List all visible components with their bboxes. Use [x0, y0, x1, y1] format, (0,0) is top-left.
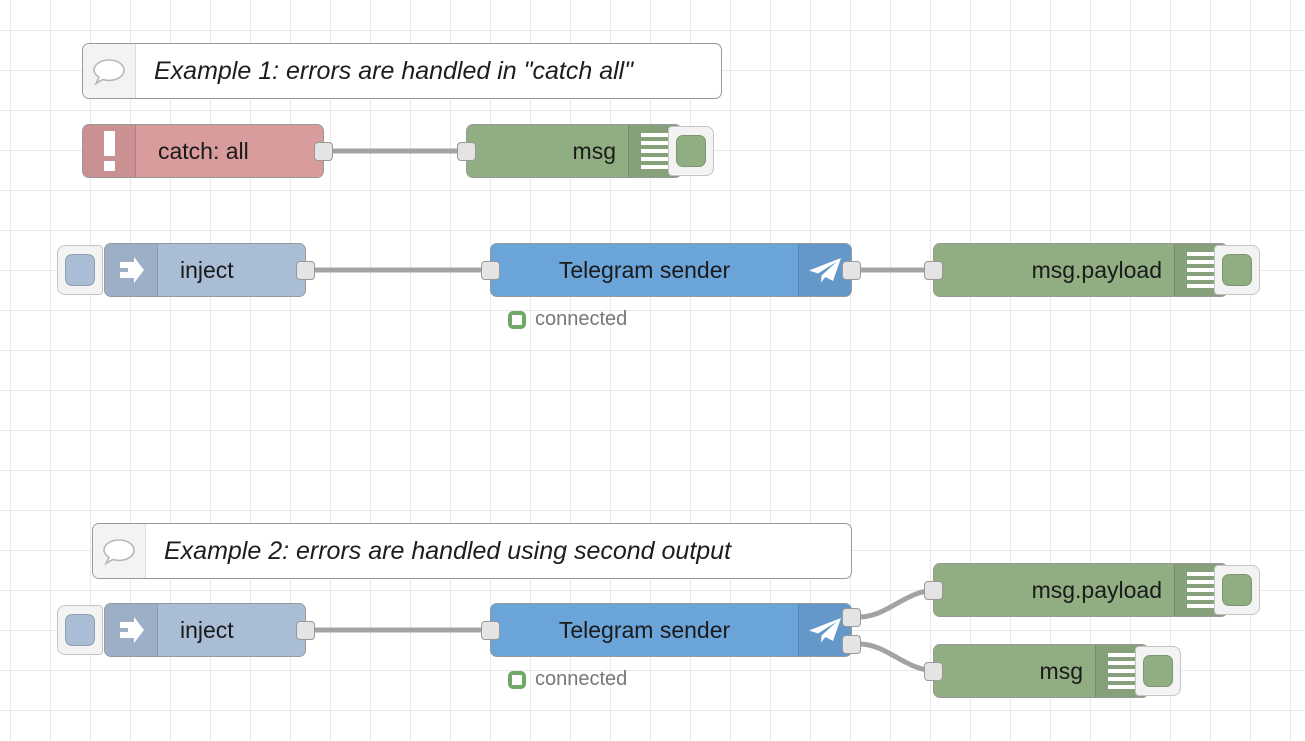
comment-bubble-glyph	[103, 539, 135, 566]
telegram-sender-label: Telegram sender	[558, 616, 731, 643]
telegram-input-port[interactable]	[481, 621, 500, 640]
telegram-output-port-2[interactable]	[842, 635, 861, 654]
debug-lines-glyph	[1187, 252, 1215, 288]
debug-toggle-indicator	[676, 135, 706, 167]
catch-node-label: catch: all	[158, 137, 249, 164]
status-text: connected	[535, 668, 628, 690]
debug-toggle-button-msg-2[interactable]	[1135, 646, 1181, 696]
inject-trigger-button-2[interactable]	[57, 605, 103, 655]
debug-input-port[interactable]	[924, 261, 943, 280]
comment-node-example-2[interactable]: Example 2: errors are handled using seco…	[92, 523, 852, 579]
debug-input-port[interactable]	[457, 142, 476, 161]
status-indicator-icon	[508, 670, 526, 689]
telegram-status-1: connected	[508, 308, 627, 331]
debug-lines-glyph	[1108, 653, 1136, 689]
debug-input-port[interactable]	[924, 581, 943, 600]
comment-text: Example 1: errors are handled in "catch …	[154, 56, 634, 85]
catch-node[interactable]: catch: all	[82, 124, 333, 178]
inject-trigger-indicator	[65, 254, 95, 286]
inject-arrow-icon	[105, 244, 158, 296]
debug-node-label: msg.payload	[1031, 256, 1162, 283]
debug-node-msg-1[interactable]: msg	[457, 124, 682, 178]
telegram-output-port-1[interactable]	[842, 608, 861, 627]
debug-toggle-button-payload-1[interactable]	[1214, 245, 1260, 295]
status-indicator-icon	[508, 310, 526, 329]
debug-node-payload-2[interactable]: msg.payload	[924, 563, 1228, 617]
telegram-sender-node-1[interactable]: Telegram sender	[481, 243, 861, 297]
telegram-input-port[interactable]	[481, 261, 500, 280]
debug-input-port[interactable]	[924, 662, 943, 681]
debug-lines-glyph	[641, 133, 669, 169]
exclamation-icon	[83, 125, 136, 177]
telegram-status-2: connected	[508, 668, 627, 691]
inject-arrow-icon	[105, 604, 158, 656]
debug-toggle-indicator	[1222, 254, 1252, 286]
inject-output-port[interactable]	[296, 621, 315, 640]
catch-output-port[interactable]	[314, 142, 333, 161]
debug-lines-glyph	[1187, 572, 1215, 608]
comment-bubble-glyph	[93, 59, 125, 86]
debug-node-label: msg.payload	[1031, 576, 1162, 603]
status-text: connected	[535, 308, 628, 330]
inject-node-label: inject	[180, 256, 234, 283]
debug-toggle-button-payload-2[interactable]	[1214, 565, 1260, 615]
inject-output-port[interactable]	[296, 261, 315, 280]
inject-arrow-glyph	[120, 257, 144, 283]
telegram-output-port[interactable]	[842, 261, 861, 280]
debug-node-msg-2[interactable]: msg	[924, 644, 1149, 698]
debug-node-label: msg	[1039, 657, 1083, 684]
debug-node-payload-1[interactable]: msg.payload	[924, 243, 1228, 297]
comment-text: Example 2: errors are handled using seco…	[164, 536, 732, 565]
telegram-sender-node-2[interactable]: Telegram sender	[481, 603, 861, 657]
debug-node-label: msg	[572, 137, 616, 164]
debug-toggle-indicator	[1222, 574, 1252, 606]
exclamation-glyph	[103, 131, 115, 171]
telegram-paperplane-glyph	[809, 258, 841, 283]
telegram-sender-label: Telegram sender	[558, 256, 731, 283]
debug-toggle-button-msg-1[interactable]	[668, 126, 714, 176]
comment-bubble-icon	[93, 524, 146, 578]
inject-node-label: inject	[180, 616, 234, 643]
inject-node-2[interactable]: inject	[104, 603, 315, 657]
comment-node-example-1[interactable]: Example 1: errors are handled in "catch …	[82, 43, 722, 99]
telegram-paperplane-glyph	[809, 618, 841, 643]
inject-trigger-indicator	[65, 614, 95, 646]
comment-bubble-icon	[83, 44, 136, 98]
inject-arrow-glyph	[120, 617, 144, 643]
inject-trigger-button-1[interactable]	[57, 245, 103, 295]
inject-node-1[interactable]: inject	[104, 243, 315, 297]
debug-toggle-indicator	[1143, 655, 1173, 687]
